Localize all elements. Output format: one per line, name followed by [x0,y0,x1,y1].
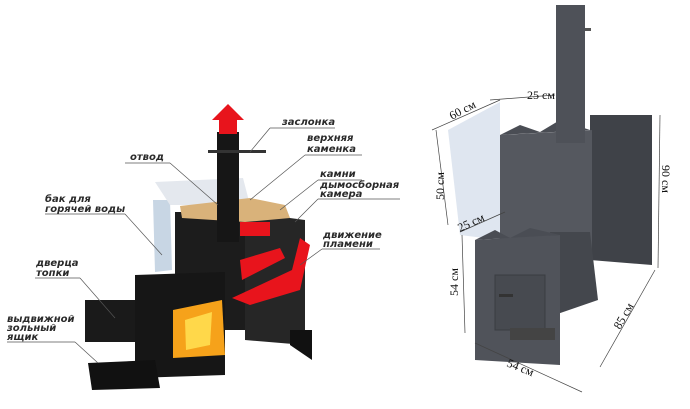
chimney [217,132,239,242]
dimension-lines [431,94,661,393]
top-box-side [590,115,652,265]
leader-lines [7,127,400,364]
label-ash-2: зольный [6,323,56,334]
water-tank [153,200,172,272]
label-door-2: топки [36,268,69,279]
fire-door [494,274,546,331]
dim-top-depth: 25 см [527,88,555,102]
fire-inner [185,312,212,350]
front-decor [475,228,560,240]
label-tank-1: бак для [45,193,91,205]
chimney-knob [585,28,591,31]
label-door-1: дверца [35,258,79,269]
label-damper: заслонка [281,117,335,128]
outlet-pipe [240,222,270,236]
ash-door [510,328,555,340]
door-handle [499,294,513,297]
label-tank-2: горячей воды [45,204,125,215]
label-ash-3: ящик [6,332,38,343]
label-outlet: отвод [130,152,164,163]
dim-total-height: 90 см [659,165,673,193]
glass-tank [448,102,500,240]
flame-path-2 [240,248,285,280]
dim-length: 85 см [610,300,636,332]
product-stove [448,5,652,365]
label-smoke-chamber-1: дымосборная [319,179,400,191]
label-flame-1: движение [322,230,382,241]
label-smoke-chamber-2: камера [320,189,363,200]
label-flame-2: пламени [323,239,373,250]
dim-tank-height: 50 см [433,172,447,200]
flame-path [232,238,310,305]
dim-firebox-height: 54 см [447,268,461,296]
label-upper-heater-2: каменка [307,144,356,155]
door [85,300,135,342]
damper [208,150,266,153]
chimney [556,5,585,143]
component-labels: заслонка верхняя каменка отвод камни дым… [6,117,400,343]
label-stones: камни [320,169,356,180]
top-box-front [500,130,592,262]
flame-direction-arrow-icon [212,104,244,134]
label-ash-1: выдвижной [7,314,75,325]
ash-drawer [88,360,160,390]
label-upper-heater-1: верхняя [307,133,354,144]
cutaway-stove [85,104,312,390]
right-leg [290,330,312,360]
